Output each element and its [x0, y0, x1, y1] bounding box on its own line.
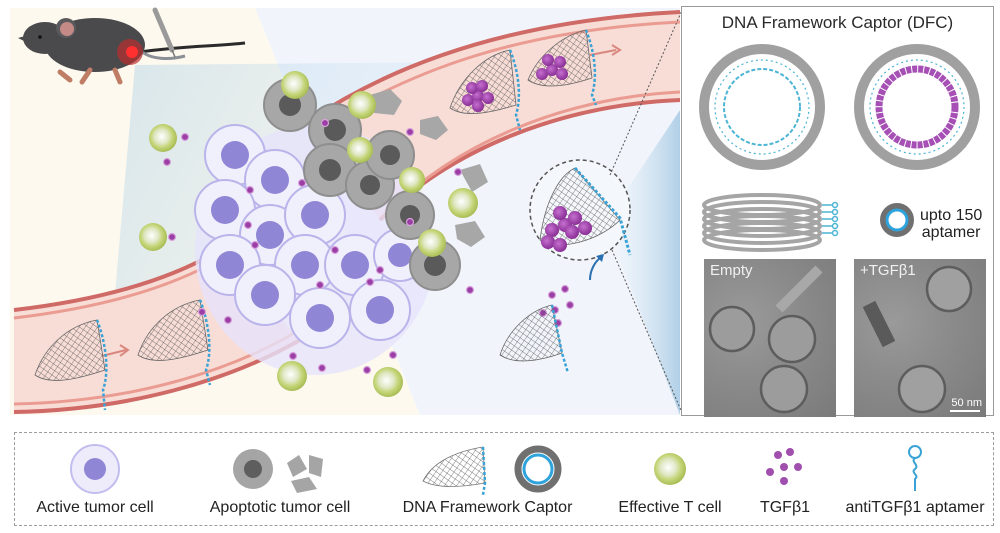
zoom-beam	[620, 110, 680, 415]
dfc-empty-ring-icon	[699, 44, 825, 170]
light-beam	[110, 20, 680, 350]
active-tumor-cell	[234, 264, 296, 326]
dfc-net-loaded	[449, 49, 522, 131]
tgfb1-particle	[250, 240, 260, 250]
tgfb1-particle	[223, 315, 233, 325]
dfc-ring-icon	[880, 203, 914, 237]
tgfb1-particle	[315, 280, 325, 290]
tgfb1-particle	[317, 363, 327, 373]
tgfb1-particle	[560, 284, 570, 294]
tgfb1-particle	[365, 277, 375, 287]
dfc-net	[499, 304, 570, 374]
legend-item-tgfb1: TGFβ1	[750, 433, 820, 523]
legend-item-dna-framework-captor: DNA Framework Captor	[390, 433, 585, 523]
tgfb1-particle	[297, 178, 307, 188]
t-cell	[348, 91, 376, 119]
tgfb1-particle	[565, 300, 575, 310]
capacity-label: upto 150 aptamer	[920, 207, 983, 241]
tgfb1-particle	[465, 285, 475, 295]
dfc-net-loaded	[527, 29, 598, 106]
t-cell	[373, 367, 403, 397]
tumor-cluster	[194, 78, 488, 375]
tgfb1-particle	[405, 127, 415, 137]
t-cell	[399, 167, 425, 193]
legend-item-apoptotic-tumor-cell: Apoptotic tumor cell	[190, 433, 370, 523]
tgfb1-particle	[375, 265, 385, 275]
tgfb1-particle	[388, 350, 398, 360]
t-cell	[281, 71, 309, 99]
apoptotic-fragment	[455, 221, 485, 247]
tgfb1-particle	[453, 167, 463, 177]
mouse-icon	[18, 7, 246, 85]
scale-bar	[950, 410, 980, 412]
active-tumor-cell	[349, 279, 411, 341]
t-cell-icon	[654, 453, 686, 485]
t-cell	[139, 223, 167, 251]
tgfb1-particle	[288, 351, 298, 361]
legend-item-effective-t-cell: Effective T cell	[605, 433, 735, 523]
tem-label-loaded: +TGFβ1	[860, 262, 916, 279]
t-cell	[149, 124, 177, 152]
apoptotic-tumor-cell-icon	[233, 449, 323, 493]
magnified-dfc	[529, 159, 632, 281]
t-cell	[448, 188, 478, 218]
legend: Active tumor cell Apoptotic tumor cell D…	[14, 432, 994, 526]
panel-title: DNA Framework Captor (DFC)	[721, 13, 954, 32]
legend-item-aptamer: antiTGFβ1 aptamer	[840, 433, 990, 523]
tgfb1-particle	[362, 365, 372, 375]
tem-image-empty: Empty	[704, 259, 836, 417]
aptamer-icon	[908, 445, 922, 491]
tem-particles	[862, 265, 973, 414]
tem-particles	[708, 265, 823, 414]
apoptotic-fragment	[370, 89, 402, 115]
apoptotic-tumor-cell	[365, 130, 415, 180]
dfc-detail-panel: DNA Framework Captor (DFC)	[681, 6, 994, 417]
dna-framework-captor-icon	[421, 445, 561, 495]
dfc-loaded-ring-icon	[854, 44, 980, 170]
tgfb1-particle	[167, 232, 177, 242]
tgfb1-particle	[405, 217, 415, 227]
tgfb1-particle	[320, 118, 330, 128]
tgfb1-particle	[162, 157, 172, 167]
tgfb1-particle	[547, 290, 557, 300]
apoptotic-fragment	[420, 116, 448, 140]
t-cell	[347, 137, 373, 163]
dfc-stacked-rings-icon	[702, 193, 839, 252]
tgfb1-particle	[245, 185, 255, 195]
scale-bar-label: 50 nm	[951, 397, 982, 409]
tgfb1-particle	[243, 220, 253, 230]
active-tumor-cell	[289, 287, 351, 349]
tgfb1-icon	[766, 448, 802, 485]
tem-label-empty: Empty	[710, 262, 753, 279]
tem-image-loaded: +TGFβ1 50 nm	[854, 259, 986, 417]
active-tumor-cell-icon	[70, 444, 120, 494]
t-cell	[418, 229, 446, 257]
tgfb1-particle	[197, 307, 207, 317]
tgfb1-particle	[330, 245, 340, 255]
apoptotic-tumor-cell	[385, 190, 435, 240]
active-tumor-cell	[284, 184, 346, 246]
legend-item-active-tumor-cell: Active tumor cell	[25, 433, 165, 523]
t-cell	[277, 361, 307, 391]
tgfb1-particle	[180, 132, 190, 142]
dfc-net	[137, 299, 212, 386]
panel-svg	[699, 44, 980, 252]
active-tumor-cell	[244, 149, 306, 211]
apoptotic-fragment	[460, 164, 488, 192]
dfc-net	[34, 319, 108, 411]
